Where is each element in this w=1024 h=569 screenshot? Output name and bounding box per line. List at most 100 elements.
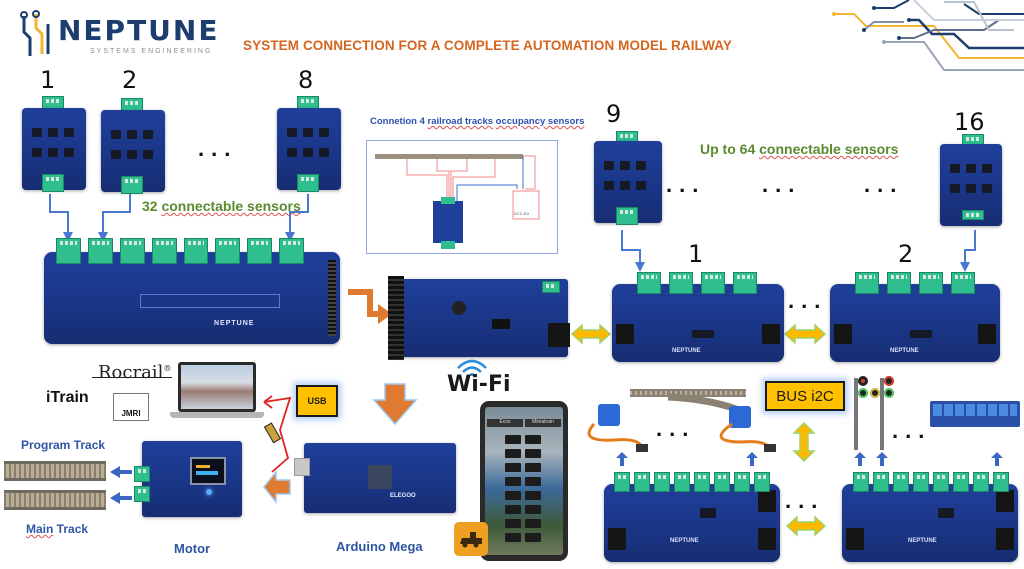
app-tab[interactable]: Miniatrain: [525, 419, 561, 427]
app-button[interactable]: [505, 519, 521, 528]
ribbon-connector: [388, 276, 404, 360]
right-sensors-caption: Up to 64 connectable sensors: [700, 141, 899, 157]
app-tab[interactable]: Ecos: [487, 419, 523, 427]
arduino-mega-label: Arduino Mega: [336, 539, 423, 554]
rj-jack: [834, 324, 852, 344]
app-button[interactable]: [525, 505, 541, 514]
pin-table: [140, 294, 280, 308]
signal-light-green: [884, 388, 894, 398]
blue-up-arrows-icon: [616, 452, 1003, 466]
sensor-number-2: 2: [122, 66, 138, 94]
app-button[interactable]: [505, 533, 521, 542]
sensor-hub-board-1: NEPTUNE: [612, 284, 784, 362]
turnout-track-icon: [630, 389, 746, 410]
board-brand: NEPTUNE: [890, 348, 919, 354]
rj-jack: [758, 528, 776, 550]
sensor-number-8: 8: [298, 66, 314, 94]
jmri-logo: JMRI: [113, 393, 149, 421]
locomotive-icon: [460, 532, 482, 548]
inductor: [452, 301, 466, 315]
sensor-connector-lines: [49, 194, 309, 242]
usb-b-port: [294, 458, 310, 476]
rj-jack: [548, 323, 570, 347]
double-arrow-horizontal-icon: [570, 323, 612, 345]
circuit-logo-icon: [20, 10, 50, 56]
sensor-connector-lines-right: [621, 230, 976, 272]
servo-motor-2: [729, 406, 751, 428]
rj-jack: [608, 528, 626, 550]
rj-jack: [846, 528, 864, 550]
command-station-label: DCC-EX: [514, 211, 530, 216]
app-button[interactable]: [525, 435, 541, 444]
app-button[interactable]: [525, 533, 541, 542]
app-button[interactable]: [525, 491, 541, 500]
servo-motor-1: [598, 404, 620, 426]
ellipsis: ...: [864, 172, 904, 197]
left-sensors-caption: 32 connectable sensors: [142, 198, 301, 214]
signal-light-green: [858, 388, 868, 398]
page-title: SYSTEM CONNECTION FOR A COMPLETE AUTOMAT…: [243, 38, 732, 53]
microcontroller: [368, 465, 392, 489]
terminal-row: [614, 472, 770, 492]
ellipsis: ...: [788, 288, 828, 313]
app-button[interactable]: [525, 463, 541, 472]
status-led: [206, 489, 212, 495]
neptune-logo: NEPTUNE SYSTEMS ENGINEERING: [14, 8, 224, 60]
rj-jack: [616, 324, 634, 344]
wiring-diagram-icon: [375, 154, 540, 249]
orange-down-arrow-icon: [372, 383, 418, 426]
track-output-terminal: [134, 486, 150, 502]
ellipsis: ...: [785, 488, 825, 513]
rocrail-arrow: [92, 377, 172, 378]
blue-left-arrows-icon: [110, 466, 132, 504]
wifi-module-socket: [492, 319, 510, 329]
app-button[interactable]: [505, 463, 521, 472]
output-board-2: NEPTUNE: [842, 484, 1018, 562]
servo-cable-icon: [587, 423, 648, 452]
terminal-row: [637, 272, 757, 294]
board-brand: NEPTUNE: [908, 538, 937, 544]
app-button[interactable]: [525, 519, 541, 528]
app-button[interactable]: [505, 449, 521, 458]
ellipsis: ...: [762, 172, 802, 197]
app-button[interactable]: [505, 491, 521, 500]
ellipsis: ...: [666, 172, 706, 197]
engine-driver-app-icon: [454, 522, 488, 556]
signal-light-red: [884, 376, 894, 386]
arduino-brand: ELEGOO: [390, 493, 416, 499]
main-track-image: [4, 490, 106, 510]
motor-label: Motor: [174, 541, 211, 556]
app-button[interactable]: [505, 477, 521, 486]
laptop-screen: [178, 362, 256, 412]
output-board-1: NEPTUNE: [604, 484, 780, 562]
sensor-number-1: 1: [40, 66, 56, 94]
rj-jack: [758, 490, 776, 512]
ellipsis: ...: [656, 416, 696, 441]
board-number-1: 1: [688, 240, 704, 268]
motor-shield-board: [142, 441, 242, 517]
itrain-logo: iTrain: [46, 389, 89, 406]
board-brand: NEPTUNE: [670, 538, 699, 544]
oled-display: [190, 457, 226, 485]
signal-light-red: [858, 376, 868, 386]
phone-app-screenshot: Ecos Miniatrain: [480, 401, 568, 561]
logo-wordmark: NEPTUNE: [58, 14, 220, 47]
laptop-base: [170, 412, 264, 418]
rocrail-logo: Rocrail®: [98, 362, 172, 383]
app-button[interactable]: [525, 449, 541, 458]
rj-jack: [996, 528, 1014, 550]
ellipsis: ...: [198, 136, 238, 161]
wifi-icon: [457, 359, 487, 376]
app-button[interactable]: [525, 477, 541, 486]
sensor-number-16: 16: [954, 108, 985, 136]
sensor-concentrator-board: NEPTUNE: [44, 252, 340, 344]
signal-mast-2: [880, 378, 884, 450]
orange-left-arrow-icon: [263, 470, 291, 504]
arduino-mega-board: ELEGOO: [304, 443, 456, 513]
occupancy-inset-diagram: DCC-EX: [366, 140, 558, 254]
servo-cable-icon: [719, 422, 776, 452]
app-button[interactable]: [505, 505, 521, 514]
app-button[interactable]: [505, 435, 521, 444]
terminal-row: [56, 238, 304, 264]
program-track-label: Program Track: [21, 438, 106, 452]
